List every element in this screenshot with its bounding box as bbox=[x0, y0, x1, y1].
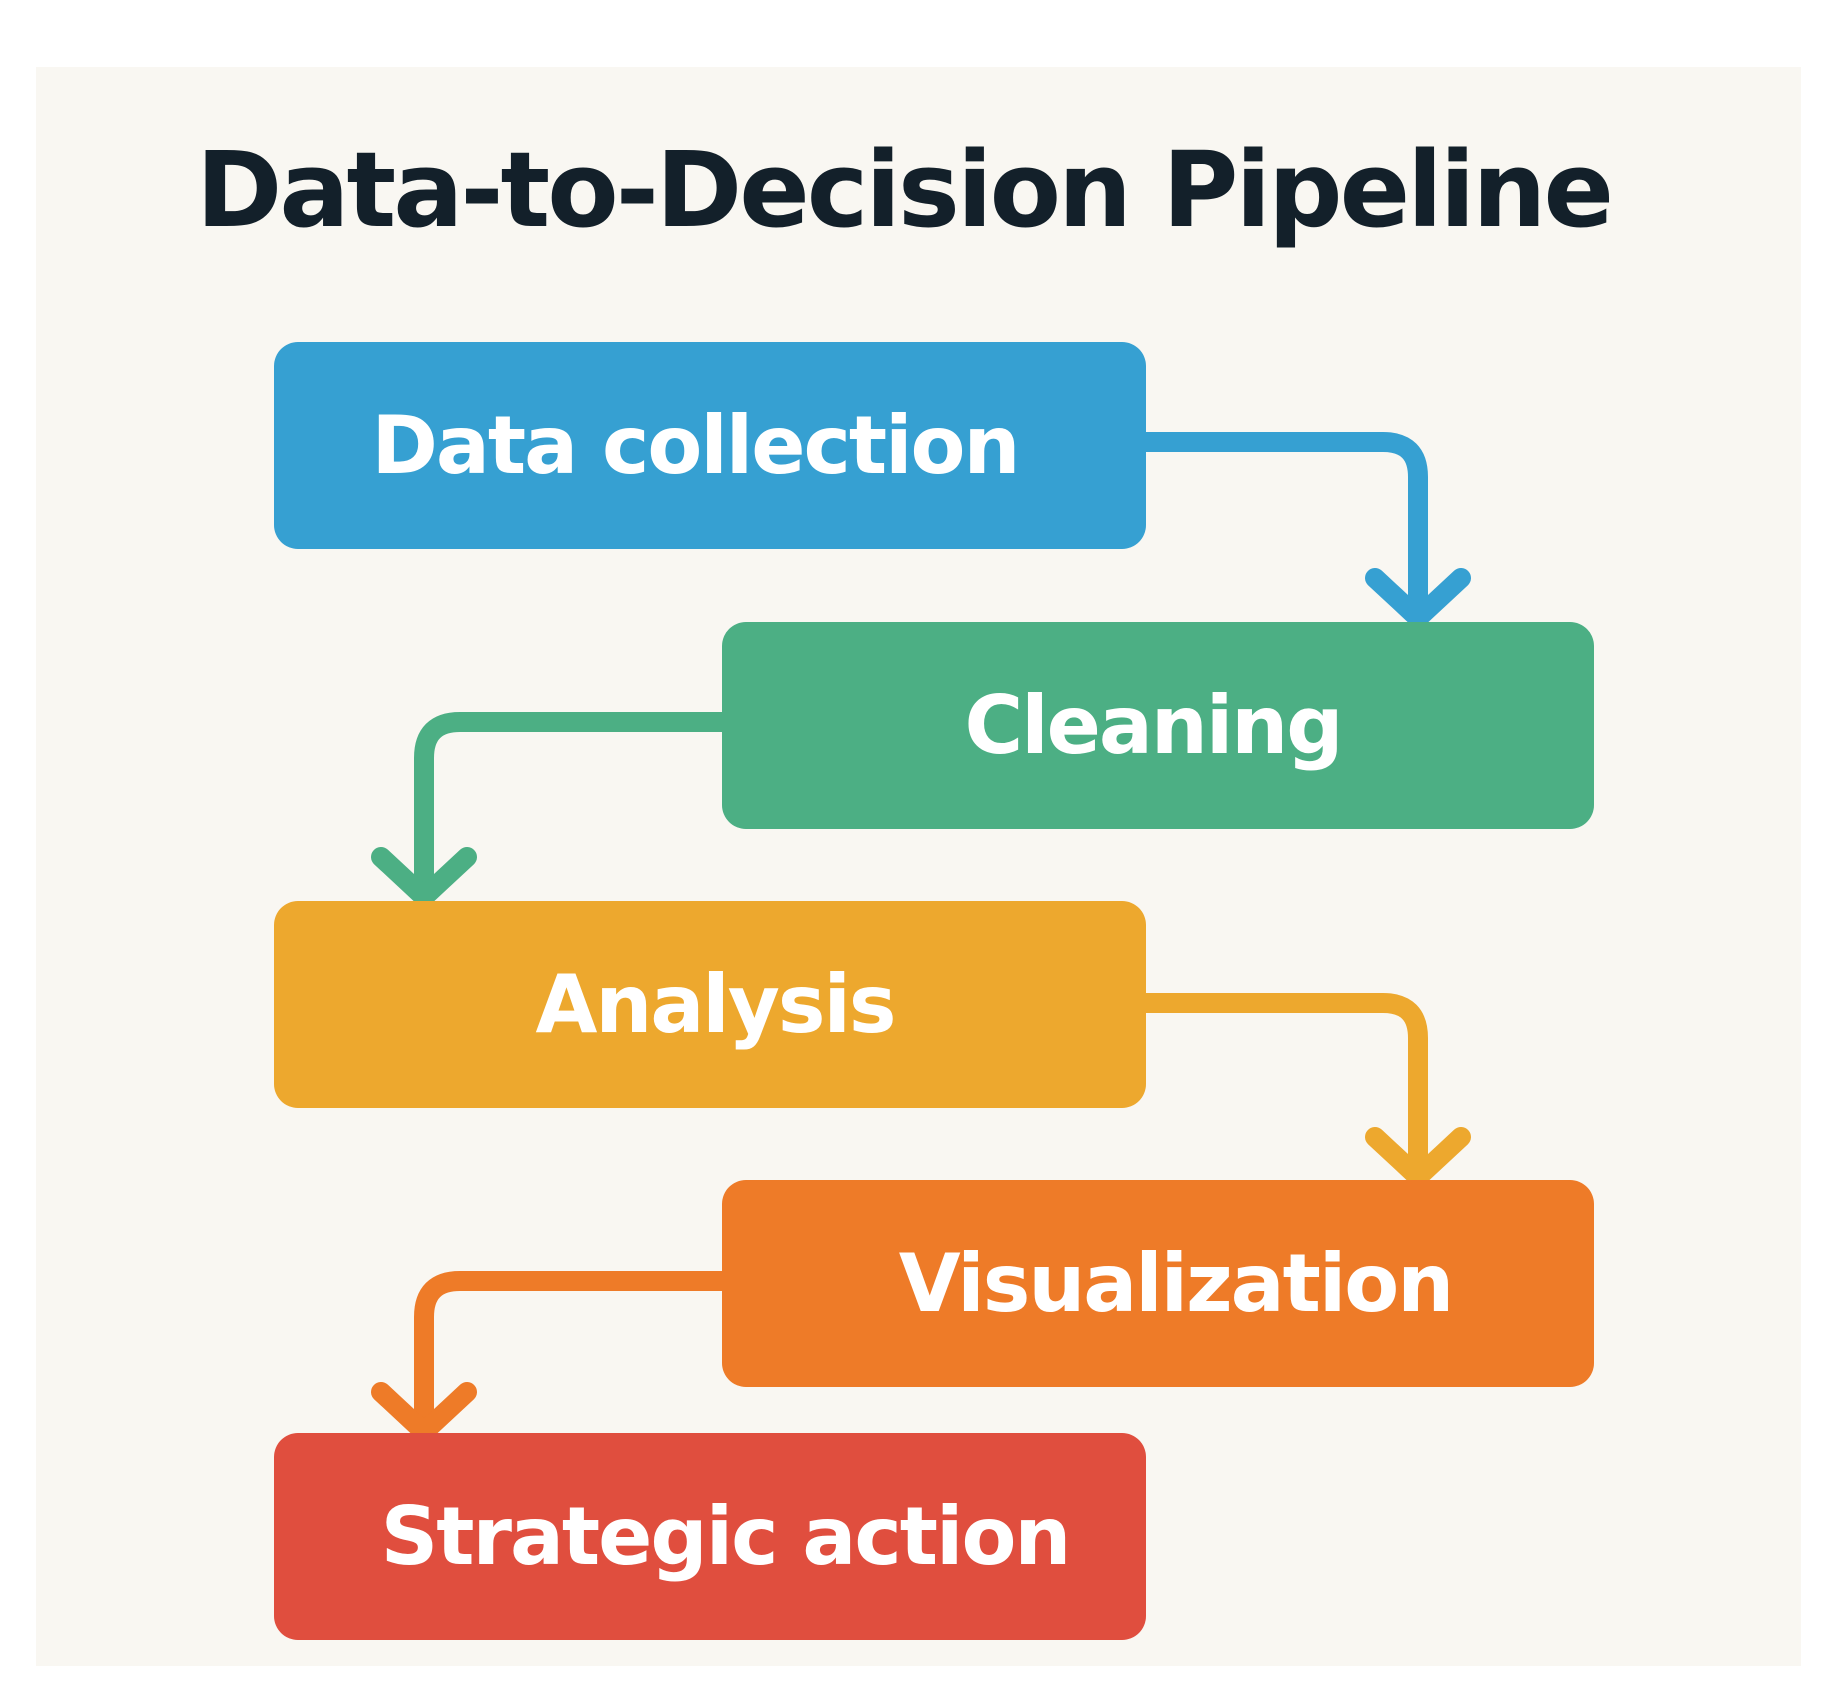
step-cleaning: Cleaning bbox=[722, 622, 1594, 829]
step-label: Strategic action bbox=[380, 1490, 1072, 1583]
step-visualization: Visualization bbox=[722, 1180, 1594, 1387]
connector-collection-to-cleaning bbox=[1130, 432, 1471, 628]
connector-cleaning-to-analysis bbox=[371, 712, 738, 907]
diagram-title: Data-to-Decision Pipeline bbox=[195, 129, 1614, 251]
step-label: Analysis bbox=[535, 958, 896, 1051]
step-label: Cleaning bbox=[964, 679, 1344, 772]
step-analysis: Analysis bbox=[274, 901, 1146, 1108]
connector-analysis-to-visualization bbox=[1130, 993, 1471, 1187]
step-label: Visualization bbox=[898, 1237, 1454, 1330]
connector-visualization-to-action bbox=[371, 1271, 738, 1442]
diagram-canvas bbox=[36, 67, 1801, 1666]
step-label: Data collection bbox=[371, 399, 1021, 492]
step-strategic-action: Strategic action bbox=[274, 1433, 1146, 1640]
step-data-collection: Data collection bbox=[274, 342, 1146, 549]
